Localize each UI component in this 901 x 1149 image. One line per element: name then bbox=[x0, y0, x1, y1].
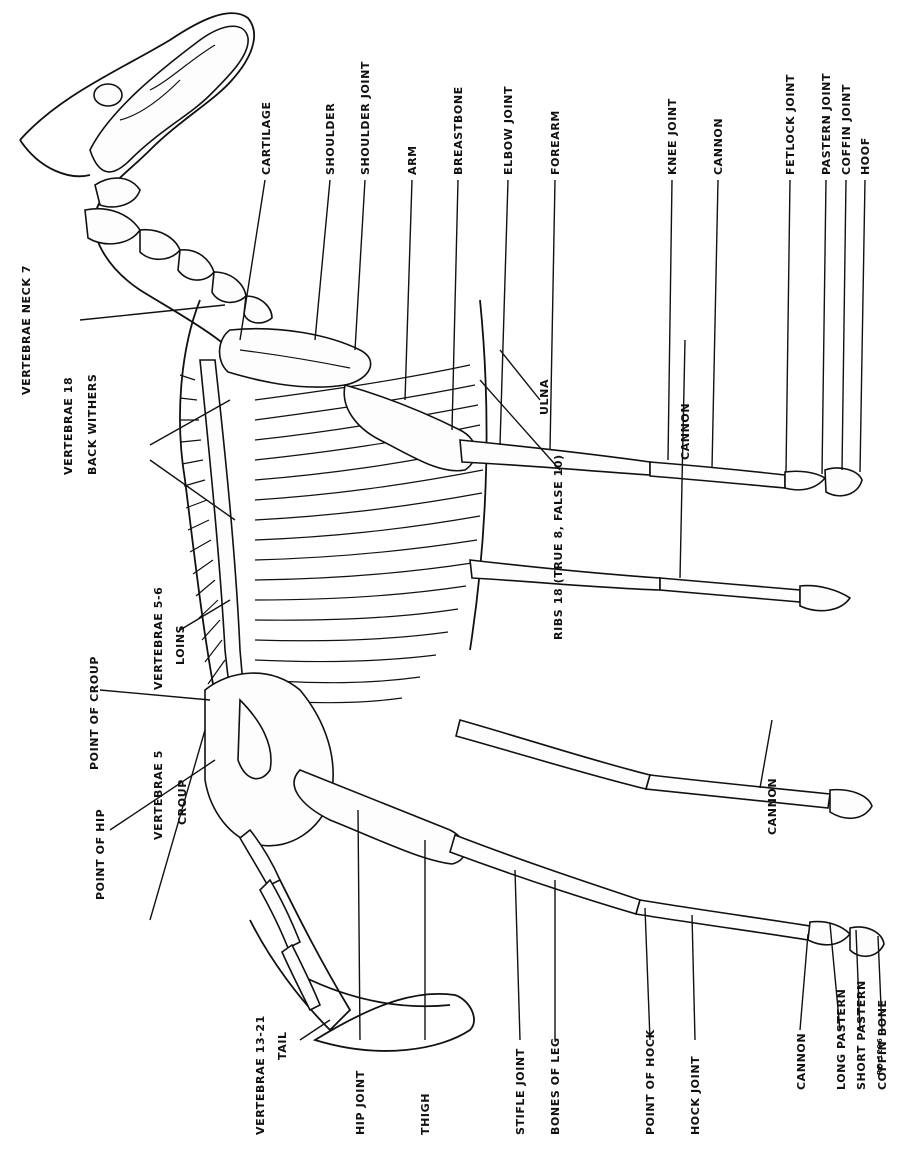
label-hip-joint: HIP JOINT bbox=[354, 1070, 367, 1135]
label-bones-of-leg: BONES OF LEG bbox=[549, 1037, 562, 1135]
tail-vertebrae bbox=[240, 830, 320, 1010]
label-point-of-hip: POINT OF HIP bbox=[94, 809, 107, 900]
label-cannon-front: CANNON bbox=[712, 118, 725, 175]
label-cannon-hind: CANNON bbox=[766, 778, 779, 835]
label-forearm: FOREARM bbox=[549, 110, 562, 175]
label-long-pastern: LONG PASTERN bbox=[835, 989, 848, 1090]
label-ribs: RIBS 18 (TRUE 8, FALSE 10) bbox=[552, 454, 565, 640]
label-vertebrae-5: VERTEBRAE 5 bbox=[152, 750, 165, 840]
label-point-of-croup: POINT OF CROUP bbox=[88, 656, 101, 770]
label-cartilage: CARTILAGE bbox=[260, 101, 273, 175]
label-arm: ARM bbox=[406, 145, 419, 175]
label-coffin-joint: COFFIN JOINT bbox=[840, 84, 853, 175]
hind-legs bbox=[294, 720, 884, 956]
label-stifle-joint: STIFLE JOINT bbox=[514, 1048, 527, 1135]
label-hoof: HOOF bbox=[859, 137, 872, 175]
label-breastbone: BREASTBONE bbox=[452, 86, 465, 175]
label-vertebrae-18: VERTEBRAE 18 bbox=[62, 377, 75, 475]
label-pastern-joint: PASTERN JOINT bbox=[820, 73, 833, 175]
label-vertebrae-neck: VERTEBRAE NECK 7 bbox=[20, 265, 33, 395]
label-fetlock-joint: FETLOCK JOINT bbox=[784, 74, 797, 175]
scapula bbox=[220, 329, 371, 387]
front-legs bbox=[344, 385, 862, 611]
label-ulna: ULNA bbox=[538, 379, 551, 415]
label-vertebrae-5-6: VERTEBRAE 5-6 bbox=[152, 587, 165, 690]
label-elbow-joint: ELBOW JOINT bbox=[502, 86, 515, 175]
label-thigh: THIGH bbox=[419, 1093, 432, 1135]
label-loins: LOINS bbox=[174, 625, 187, 665]
label-cannon-mid: CANNON bbox=[679, 403, 692, 460]
label-back-withers: BACK WITHERS bbox=[86, 374, 99, 475]
label-point-of-hock: POINT OF HOCK bbox=[644, 1029, 657, 1135]
label-knee-joint: KNEE JOINT bbox=[666, 98, 679, 175]
label-cannon-rear: CANNON bbox=[795, 1033, 808, 1090]
skull bbox=[90, 26, 248, 207]
label-croup: CROUP bbox=[176, 779, 189, 825]
label-short-pastern: SHORT PASTERN bbox=[855, 980, 868, 1090]
label-shoulder-joint: SHOULDER JOINT bbox=[359, 61, 372, 175]
pelvis bbox=[205, 673, 333, 846]
label-shoulder: SHOULDER bbox=[324, 103, 337, 175]
figure-code: RD 1296 bbox=[876, 1038, 884, 1075]
label-vertebrae-tail: VERTEBRAE 13-21 bbox=[254, 1015, 267, 1135]
label-hock-joint: HOCK JOINT bbox=[689, 1056, 702, 1135]
label-tail: TAIL bbox=[276, 1031, 289, 1060]
